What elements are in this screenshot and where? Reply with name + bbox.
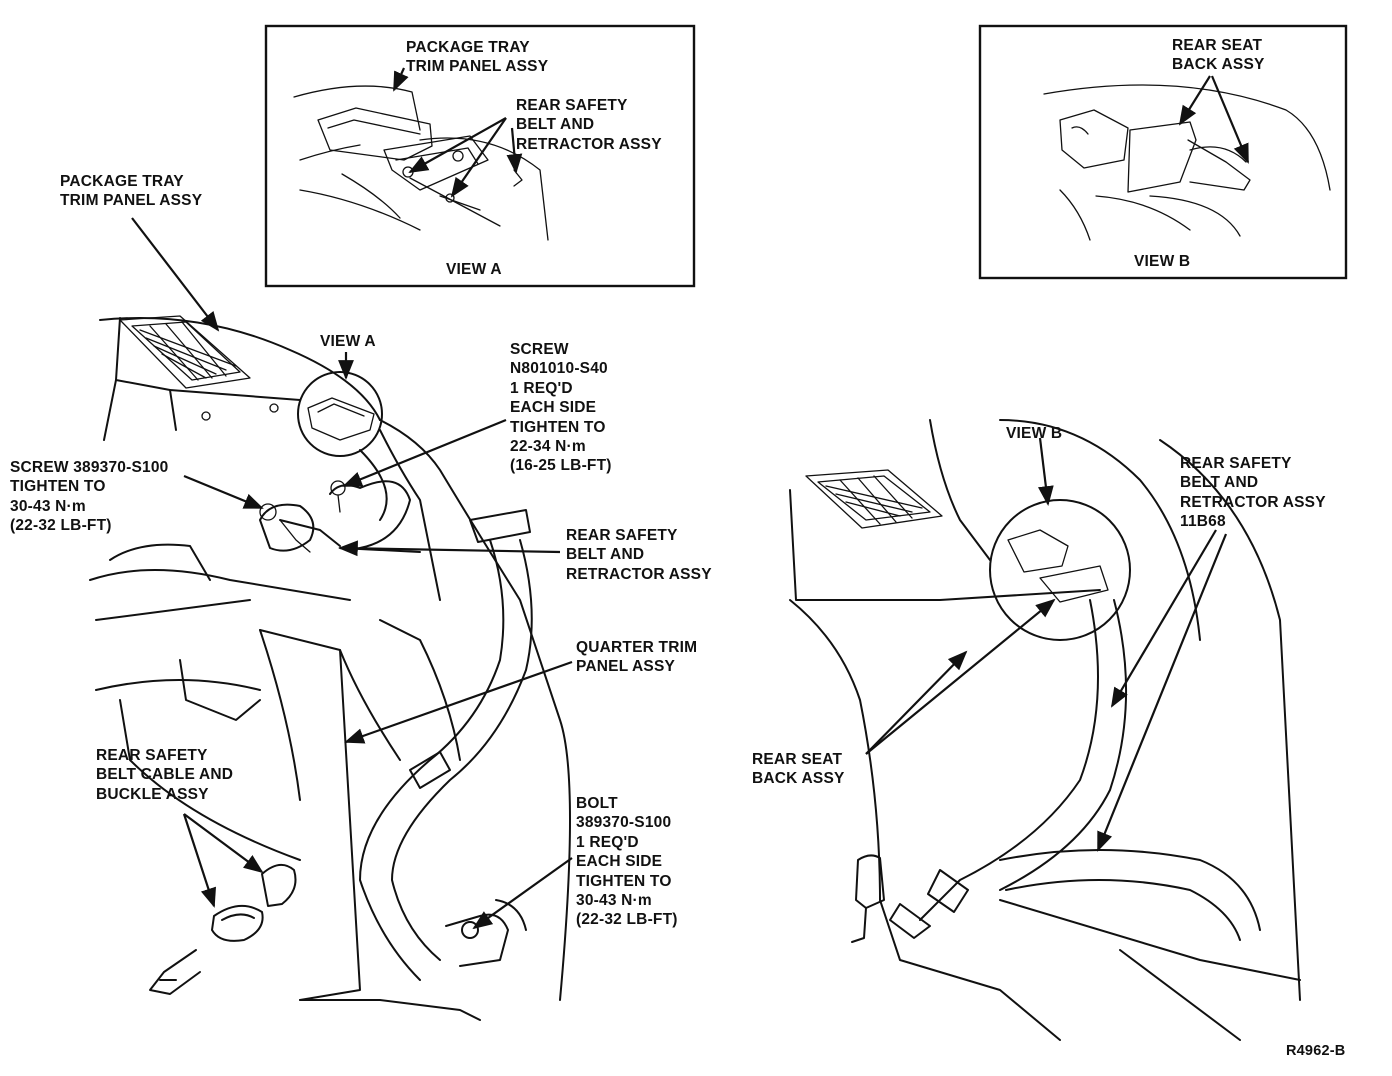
- view-a-tray-label: PACKAGE TRAY TRIM PANEL ASSY: [406, 39, 549, 76]
- view-a-callout-circle: [297, 371, 383, 457]
- package-tray-vent: [119, 315, 251, 389]
- right-seat-back-label: REAR SEAT BACK ASSY: [752, 751, 845, 788]
- left-package-tray-label: PACKAGE TRAY TRIM PANEL ASSY: [60, 173, 203, 210]
- figure-id: R4962-B: [1286, 1043, 1346, 1059]
- view-a-inset: [264, 24, 696, 288]
- view-b-seat-label: REAR SEAT BACK ASSY: [1172, 37, 1265, 74]
- right-belt-webbing: [889, 599, 1261, 941]
- right-tray-vent: [805, 469, 943, 529]
- right-view-b-callout-label: VIEW B: [1006, 425, 1063, 442]
- left-view-a-callout-label: VIEW A: [320, 333, 376, 350]
- left-screw-upper-label: SCREW N801010-S40 1 REQ'D EACH SIDE TIGH…: [510, 341, 612, 475]
- buckle-assy: [149, 863, 297, 995]
- right-belt-retractor-label: REAR SAFETY BELT AND RETRACTOR ASSY 11B6…: [1180, 455, 1326, 531]
- left-main-view: [89, 217, 573, 1021]
- left-bolt-label: BOLT 389370-S100 1 REQ'D EACH SIDE TIGHT…: [576, 795, 678, 929]
- left-buckle-label: REAR SAFETY BELT CABLE AND BUCKLE ASSY: [96, 747, 234, 803]
- rear-belt-webbing: [359, 509, 533, 981]
- left-screw-left-label: SCREW 389370-S100 TIGHTEN TO 30-43 N·m (…: [10, 459, 169, 535]
- view-b-callout-circle: [989, 499, 1131, 641]
- view-a-belt-label: REAR SAFETY BELT AND RETRACTOR ASSY: [516, 97, 662, 153]
- left-belt-retractor-label: REAR SAFETY BELT AND RETRACTOR ASSY: [566, 527, 712, 583]
- view-a-title: VIEW A: [446, 261, 502, 278]
- view-b-inset: [978, 24, 1348, 280]
- right-main-view: [789, 419, 1301, 1041]
- right-buckle: [851, 854, 885, 943]
- left-quarter-trim-label: QUARTER TRIM PANEL ASSY: [576, 639, 698, 676]
- view-b-title: VIEW B: [1134, 253, 1191, 270]
